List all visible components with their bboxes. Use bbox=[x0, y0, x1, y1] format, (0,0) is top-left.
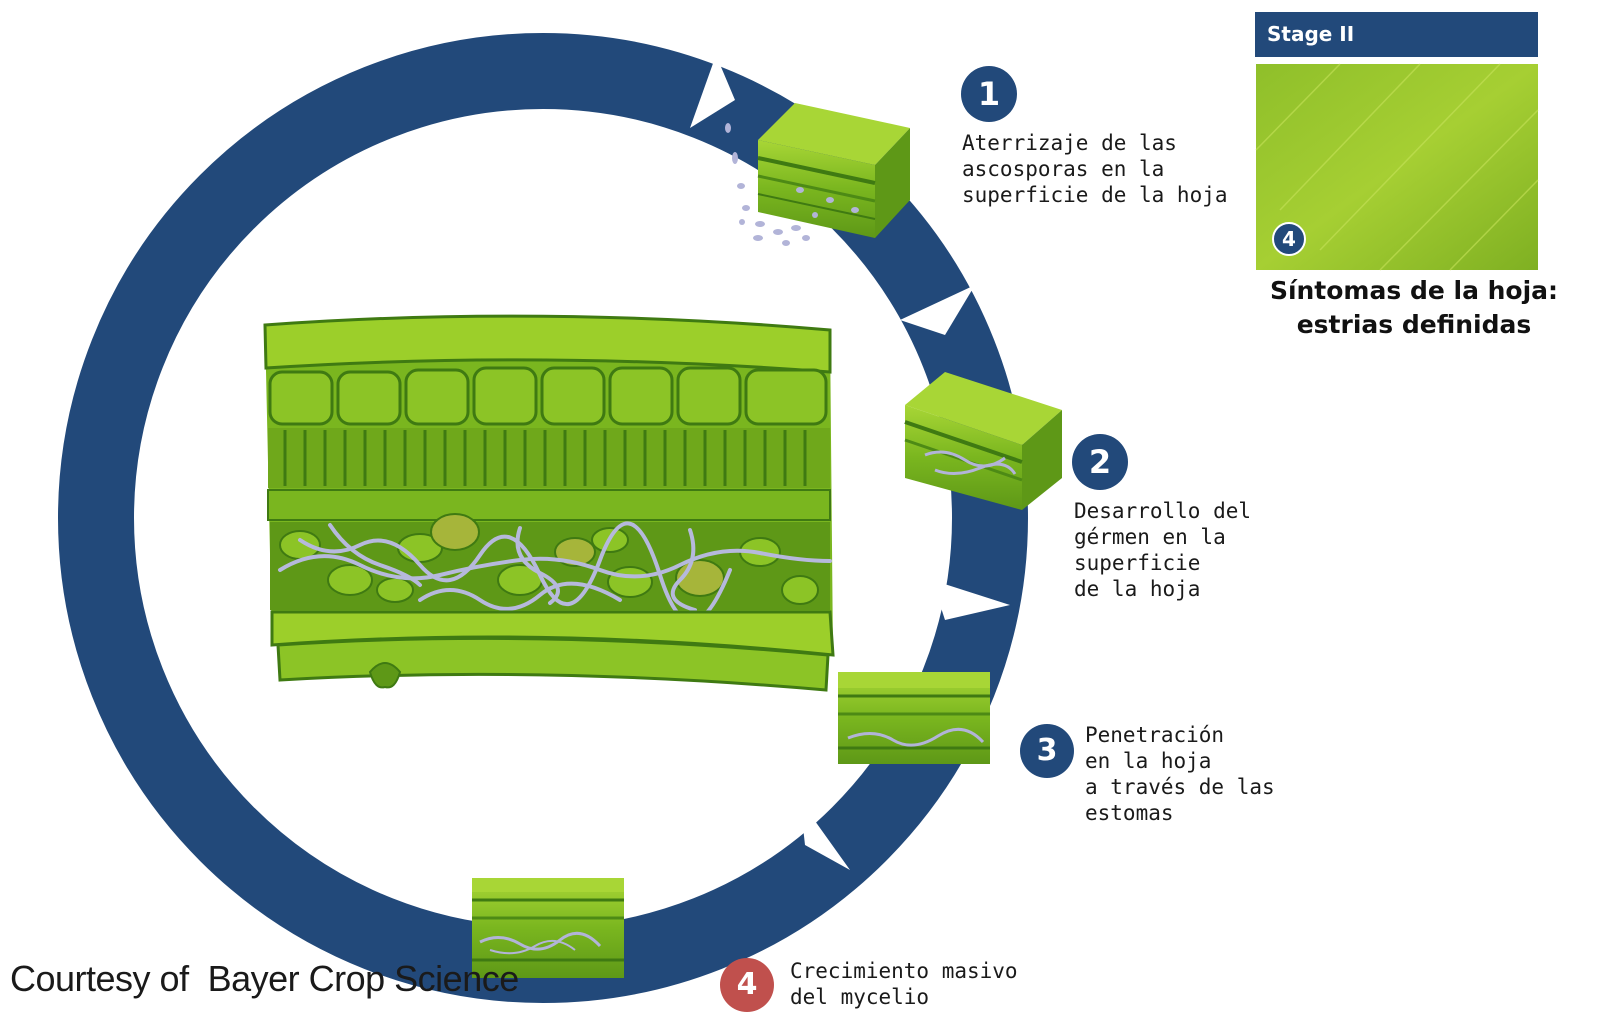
step-3-label: Penetración en la hoja a través de las e… bbox=[1085, 722, 1275, 826]
stage-badge: 4 bbox=[1272, 222, 1306, 256]
step-3-badge: 3 bbox=[1020, 724, 1074, 778]
step-2-badge: 2 bbox=[1072, 434, 1128, 490]
stage-header: Stage II bbox=[1255, 12, 1538, 57]
step-2-label: Desarrollo del gérmen en la superficie d… bbox=[1074, 498, 1251, 602]
step-1-badge: 1 bbox=[961, 66, 1017, 122]
credit-text: Courtesy of Bayer Crop Science bbox=[10, 958, 519, 1000]
leaf-block-step-1 bbox=[758, 103, 910, 238]
leaf-block-step-2 bbox=[905, 372, 1062, 510]
leaf-cross-section bbox=[265, 316, 833, 690]
step-4-badge: 4 bbox=[720, 958, 774, 1012]
step-4-label: Crecimiento masivo del mycelio bbox=[790, 958, 1018, 1010]
step-1-label: Aterrizaje de las ascosporas en la super… bbox=[962, 130, 1228, 208]
stage-caption: Síntomas de la hoja: estrias definidas bbox=[1238, 274, 1590, 342]
leaf-block-step-3 bbox=[838, 672, 990, 764]
